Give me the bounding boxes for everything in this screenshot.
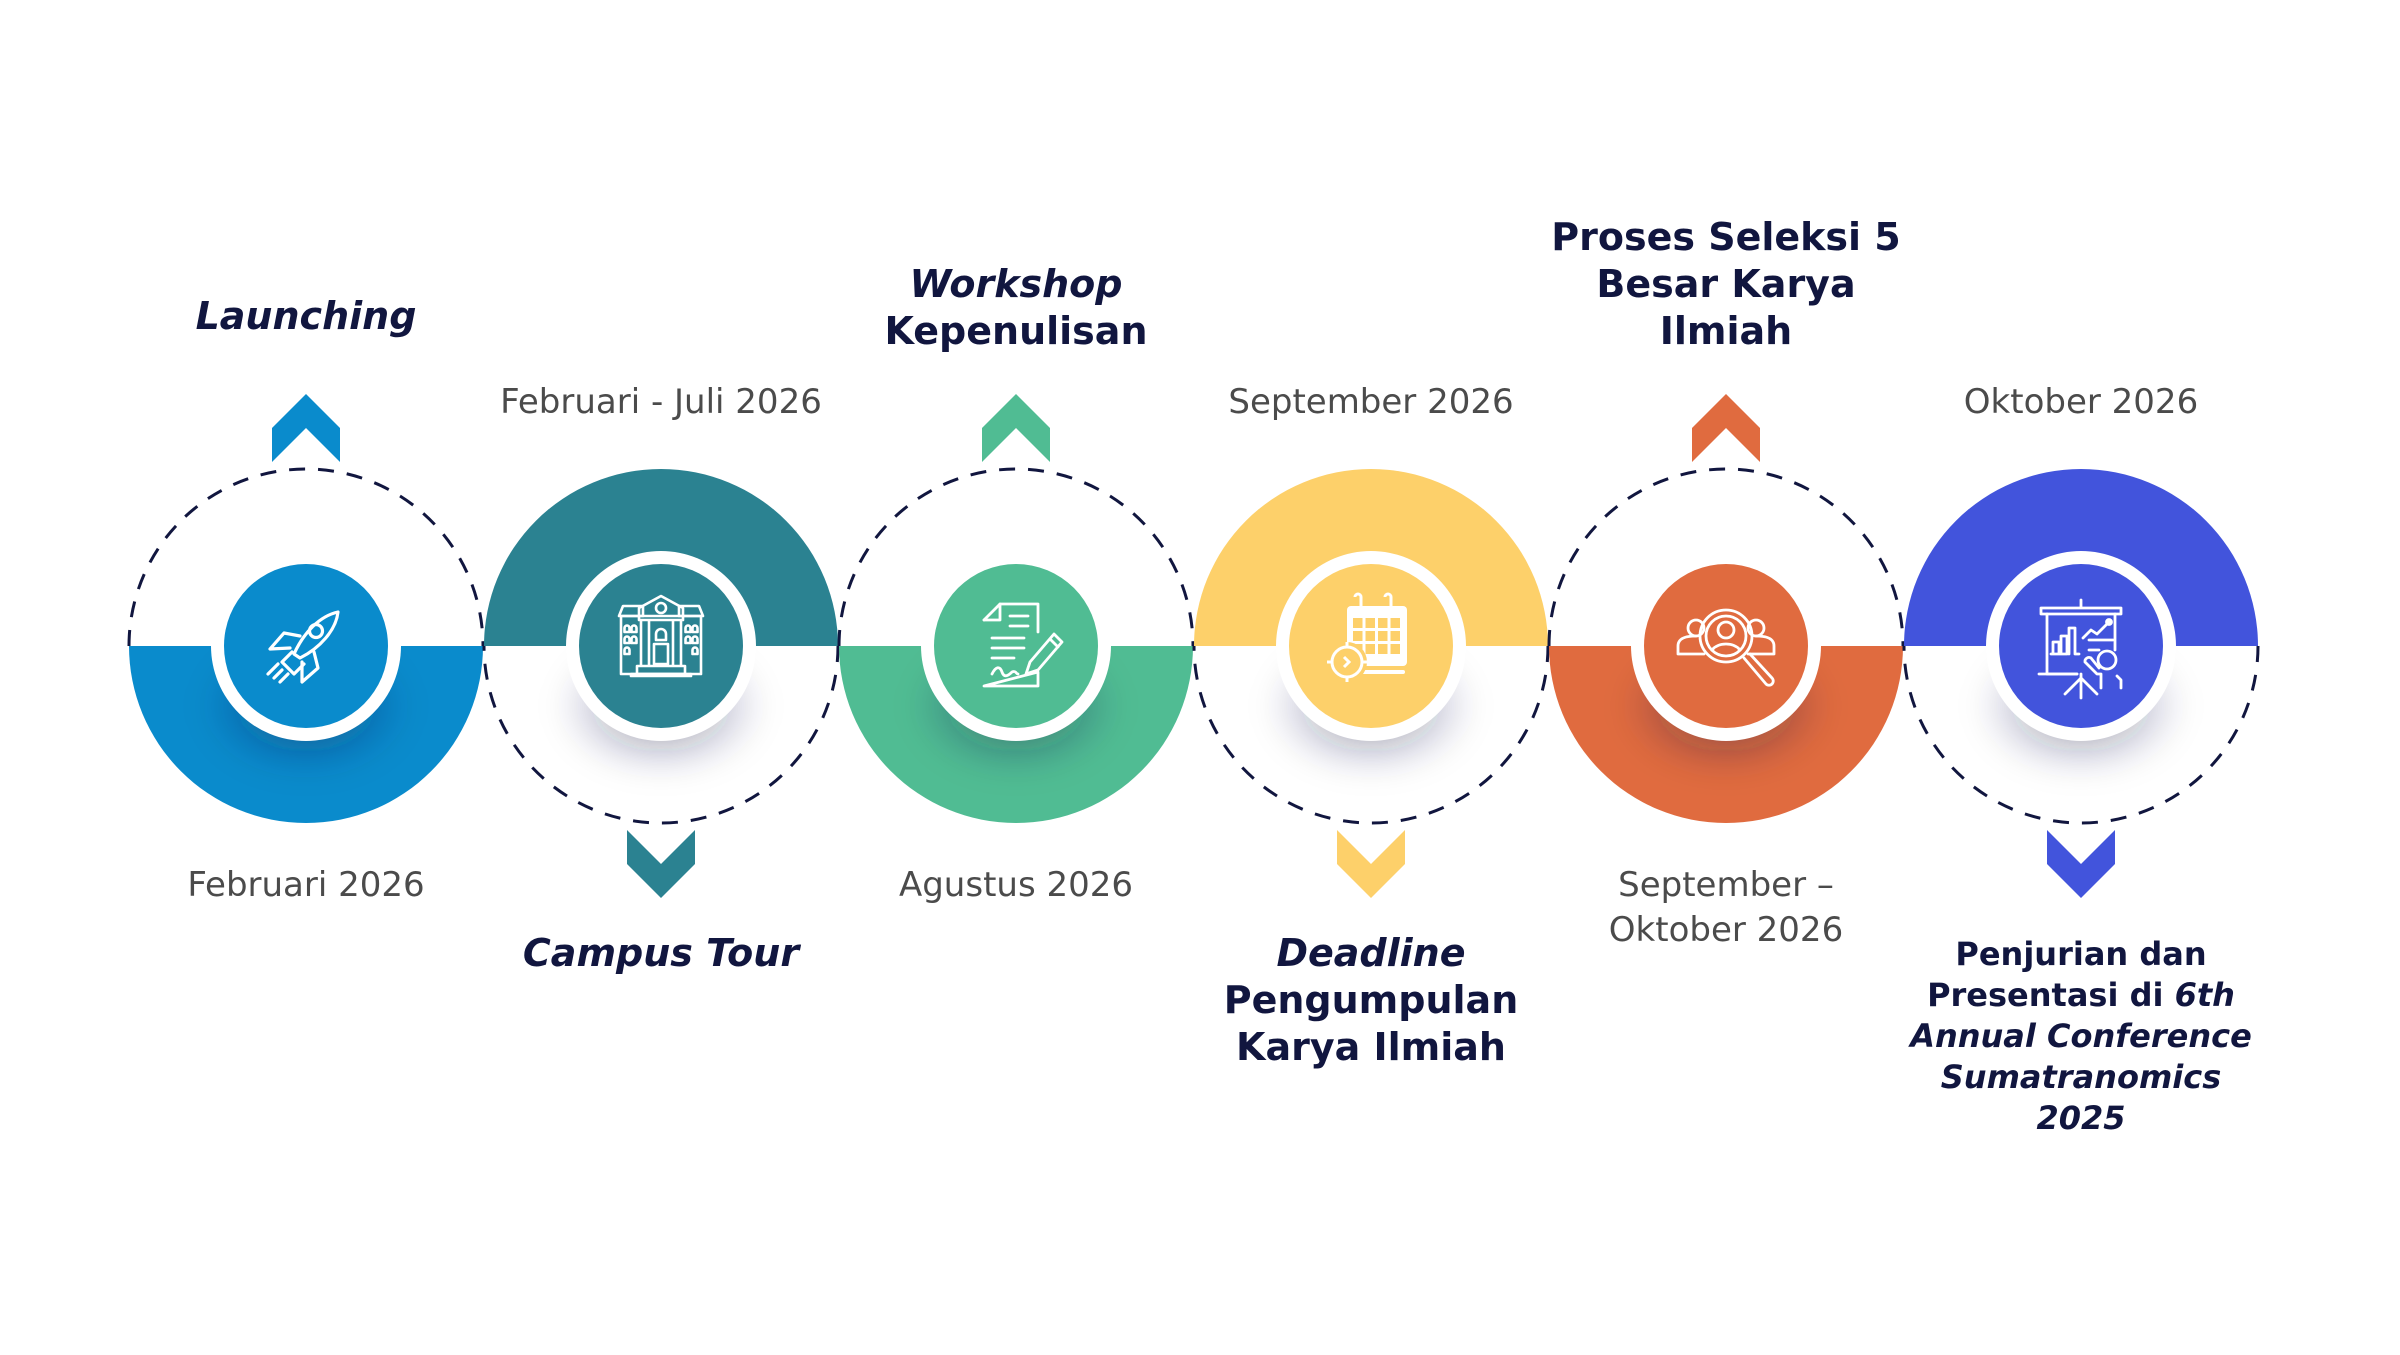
chevron-up-icon [1692, 394, 1760, 462]
presentation-icon [2037, 598, 2123, 700]
dashed-arc [127, 467, 485, 647]
document-pen-icon [982, 602, 1064, 688]
title-text: Ilmiah [1659, 309, 1793, 353]
step-date: Agustus 2026 [898, 865, 1134, 905]
timeline-step-campus-tour [482, 469, 840, 898]
dashed-arc [1192, 645, 1550, 825]
dashed-arc [1902, 645, 2260, 825]
chevron-up-icon [982, 394, 1050, 462]
title-text: 2025 [2036, 1099, 2126, 1137]
timeline-step-seleksi [1547, 394, 1905, 823]
step-date: September 2026 [1228, 382, 1514, 422]
date-line: September – [1618, 865, 1834, 905]
icon-badge [224, 564, 388, 728]
chevron-down-icon [1337, 830, 1405, 898]
people-search-icon [1676, 608, 1776, 687]
title-text: Launching [195, 294, 417, 338]
title-text: Annual Conference [1910, 1017, 2252, 1055]
date-line: Oktober 2026 [1608, 910, 1844, 950]
timeline-step-workshop [837, 394, 1195, 823]
title-text: Penjurian dan [1955, 935, 2207, 973]
timeline-step-launching [127, 394, 485, 823]
step-date: Oktober 2026 [1963, 382, 2199, 422]
title-text: Besar Karya [1596, 262, 1856, 306]
dashed-arc [837, 467, 1195, 647]
chevron-down-icon [2047, 830, 2115, 898]
title-text: Kepenulisan [884, 309, 1148, 353]
icon-badge [1999, 564, 2163, 728]
step-date: September – Oktober 2026 [1506, 863, 1946, 953]
dashed-arc [482, 645, 840, 825]
chevron-down-icon [627, 830, 695, 898]
rocket-icon [266, 610, 340, 684]
step-date: Februari 2026 [187, 865, 425, 905]
title-text: Presentasi di [1927, 976, 2175, 1014]
title-text: Proses Seleksi 5 [1551, 215, 1901, 259]
title-text: Workshop [909, 262, 1123, 306]
calendar-clock-icon [1327, 592, 1407, 682]
step-date: Februari - Juli 2026 [500, 382, 822, 422]
icon-badge [1644, 564, 1808, 728]
chevron-up-icon [272, 394, 340, 462]
title-text: Karya Ilmiah [1236, 1025, 1506, 1069]
title-text: Campus Tour [522, 931, 800, 975]
step-title: Campus Tour [431, 930, 891, 977]
step-title: Launching [76, 293, 536, 340]
icon-badge [579, 564, 743, 728]
title-text: 6th [2174, 976, 2235, 1014]
title-text: Pengumpulan [1223, 978, 1519, 1022]
building-icon [617, 594, 705, 678]
dashed-arc [1547, 467, 1905, 647]
icon-badge [934, 564, 1098, 728]
timeline-step-penjurian [1902, 469, 2260, 898]
title-text: Deadline [1276, 931, 1466, 975]
timeline-step-deadline [1192, 469, 1550, 898]
title-text: Sumatranomics [1940, 1058, 2222, 1096]
